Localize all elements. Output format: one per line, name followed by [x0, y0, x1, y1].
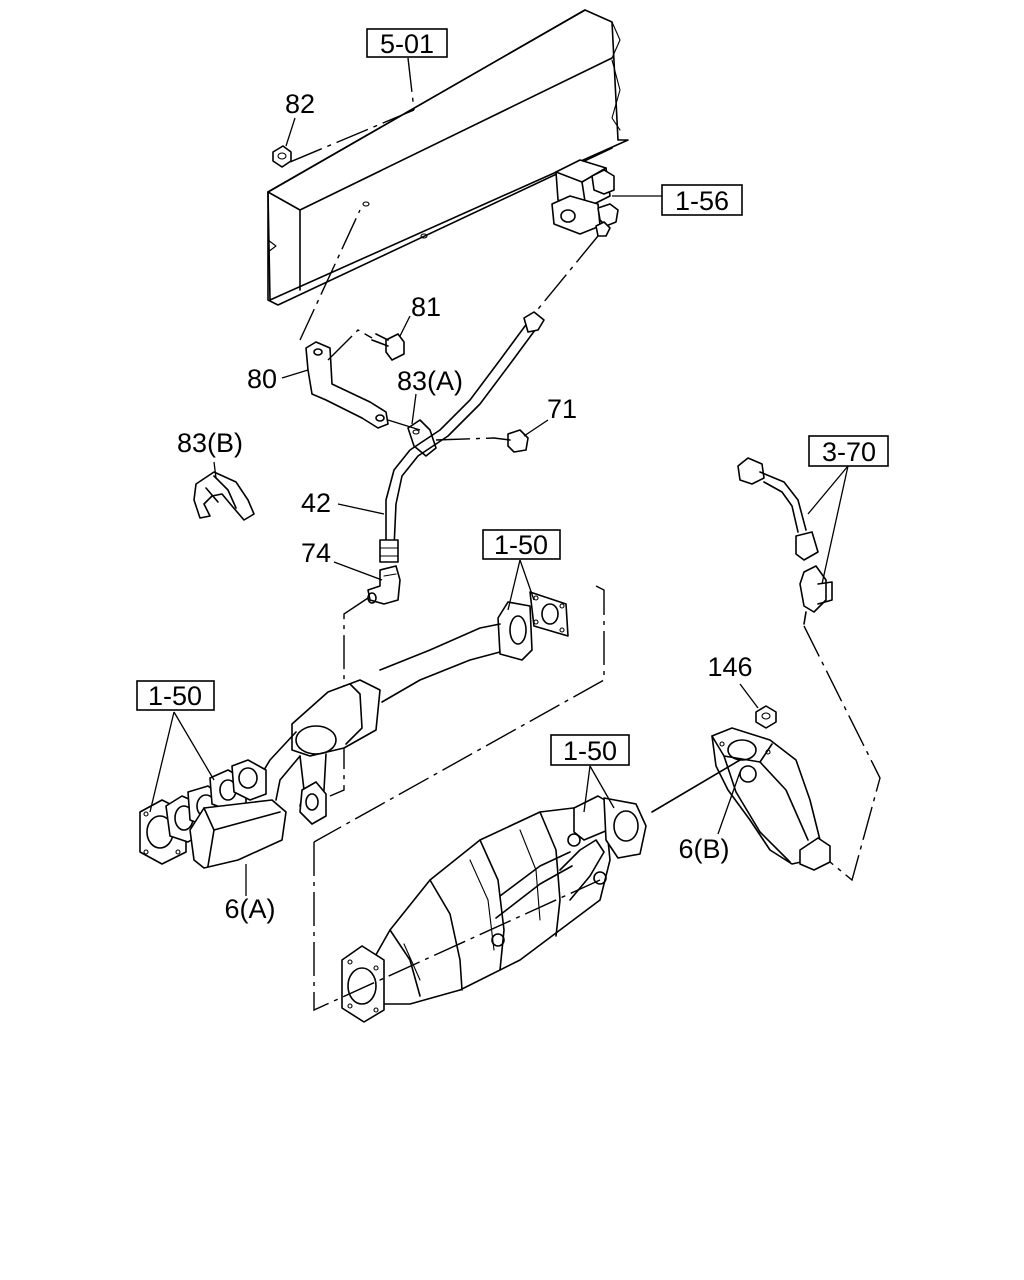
part-80-bracket[interactable]: 80: [247, 209, 389, 429]
front-exhaust-pipe[interactable]: [257, 591, 569, 825]
ref-box-1-50-right-text: 1-50: [563, 736, 617, 766]
part-71-label: 71: [547, 394, 577, 424]
ref-box-1-50-left[interactable]: 1-50: [136, 680, 215, 813]
part-146-label: 146: [707, 652, 752, 682]
part-42-label: 42: [301, 488, 331, 518]
part-42-pipe[interactable]: 42: [301, 311, 545, 563]
part-6a-elbow[interactable]: 6(A): [139, 759, 287, 924]
ref-box-1-56-text: 1-56: [675, 186, 729, 216]
ref-box-5-01-text: 5-01: [380, 29, 434, 59]
ref-box-1-56[interactable]: 1-56: [661, 184, 743, 216]
part-82-nut[interactable]: 82: [272, 89, 315, 168]
part-146-nut[interactable]: 146: [707, 652, 777, 729]
part-83b-clip[interactable]: 83(B): [177, 428, 255, 521]
ref-box-5-01[interactable]: 5-01: [366, 28, 448, 59]
ref-box-3-70-text: 3-70: [822, 437, 876, 467]
sensor-module[interactable]: [533, 159, 662, 315]
frame-rail: [267, 9, 629, 306]
part-6b-outlet[interactable]: 6(B): [651, 727, 831, 871]
part-80-label: 80: [247, 364, 277, 394]
part-6b-label: 6(B): [678, 834, 729, 864]
part-82-label: 82: [285, 89, 315, 119]
part-74-label: 74: [301, 538, 331, 568]
ref-box-1-50-right[interactable]: 1-50: [550, 734, 630, 813]
part-83b-label: 83(B): [177, 428, 243, 458]
part-74-fitting[interactable]: 74: [301, 538, 401, 797]
part-71-bolt[interactable]: 71: [435, 394, 577, 453]
part-81-bolt[interactable]: 81: [371, 292, 441, 361]
ref-box-3-70[interactable]: 3-70: [807, 435, 889, 585]
ref-box-1-50-left-text: 1-50: [148, 681, 202, 711]
sensor-hose[interactable]: [737, 457, 881, 882]
part-83a-clip[interactable]: 83(A): [387, 366, 463, 457]
ref-box-1-50-top[interactable]: 1-50: [482, 529, 561, 611]
part-81-label: 81: [411, 292, 441, 322]
part-83a-label: 83(A): [397, 366, 463, 396]
ref-box-1-50-top-text: 1-50: [494, 530, 548, 560]
part-6a-label: 6(A): [224, 894, 275, 924]
dpf-assembly[interactable]: [313, 795, 647, 1023]
